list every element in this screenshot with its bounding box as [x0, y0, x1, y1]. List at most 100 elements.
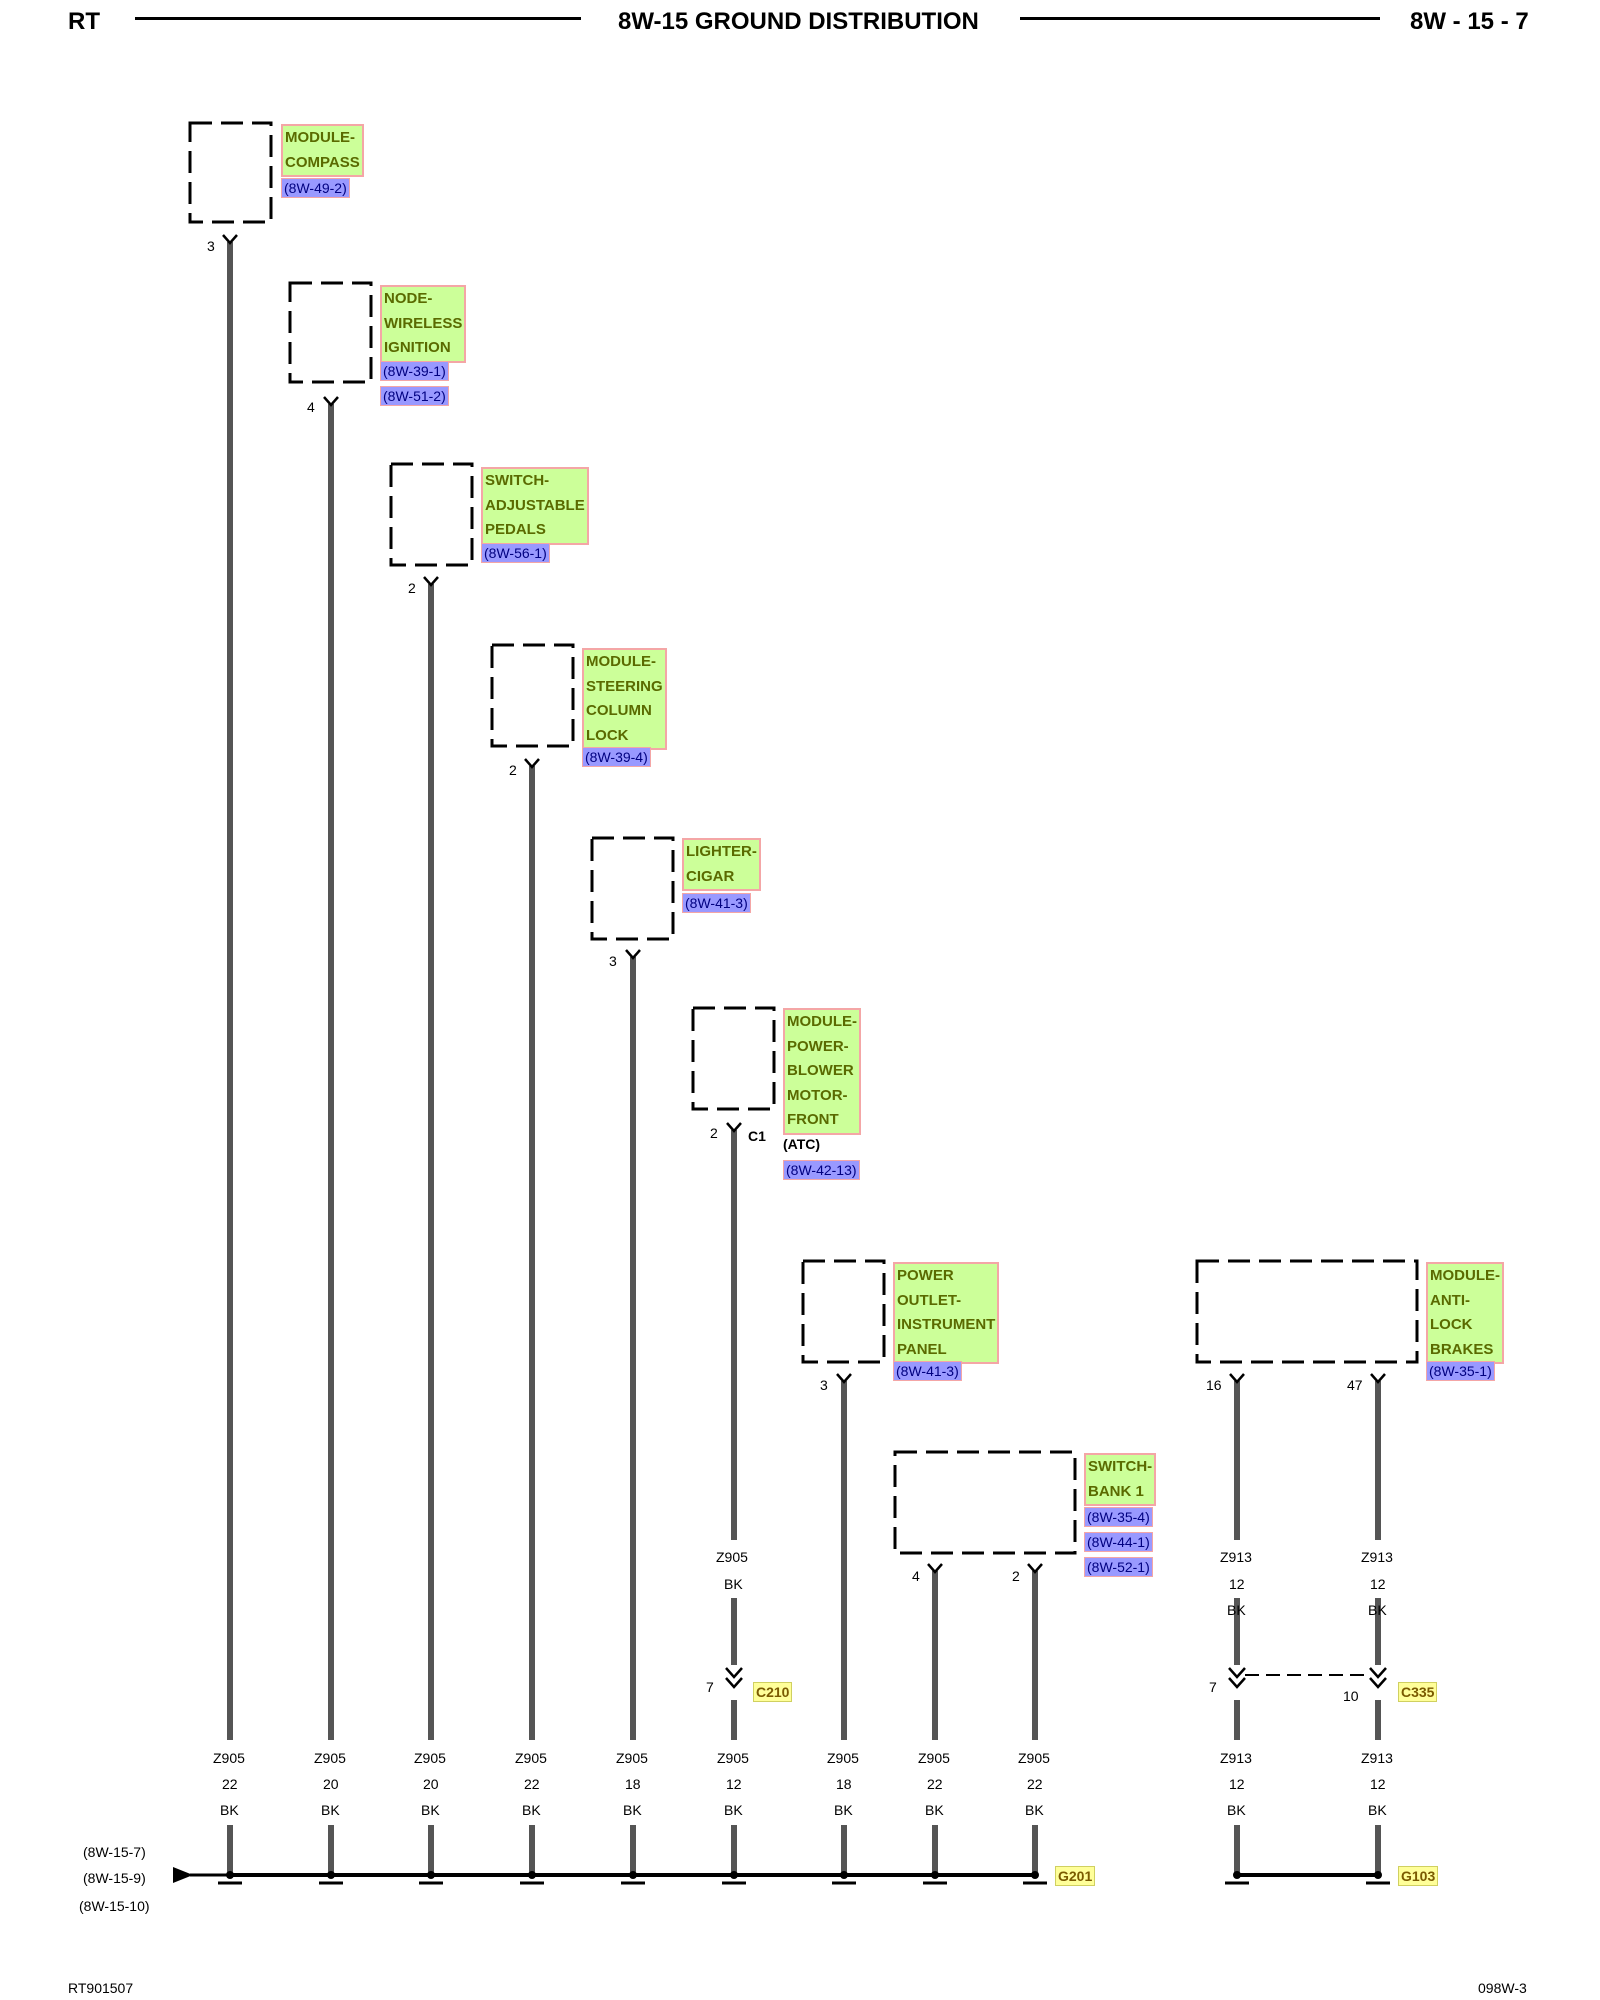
component-box-adjustable-pedals [389, 462, 474, 567]
wire-circuit: Z905 [616, 1750, 648, 1766]
component-box-switch-bank [893, 1450, 1077, 1555]
inline-pin-number: 7 [706, 1679, 714, 1695]
component-box-steering-column-lock [490, 643, 575, 748]
component-label-blower-motor: MODULE- POWER- BLOWER MOTOR- FRONT [783, 1008, 861, 1135]
ref-link[interactable]: (8W-39-1) [380, 361, 449, 381]
page-title: 8W-15 GROUND DISTRIBUTION [618, 8, 979, 35]
ground-label-g201: G201 [1055, 1866, 1096, 1886]
pin-fork-icons [222, 234, 1386, 1574]
connector-c210: C210 [753, 1682, 793, 1702]
splice-ref-link[interactable]: (8W-15-9) [83, 1870, 146, 1886]
splice-ref-link[interactable]: (8W-15-7) [83, 1844, 146, 1860]
connector-c335: C335 [1398, 1682, 1438, 1702]
component-box-abs-module [1195, 1259, 1419, 1364]
ground-label-g103: G103 [1398, 1866, 1439, 1886]
wire-circuit: Z913 [1220, 1750, 1252, 1766]
ref-link[interactable]: (8W-39-4) [582, 747, 651, 767]
pin-number: 2 [710, 1125, 718, 1141]
header-left: RT [68, 8, 100, 35]
wire-color-upper: BK [724, 1576, 743, 1592]
wire-gauge: 20 [323, 1776, 339, 1792]
wire-circuit: Z905 [1018, 1750, 1050, 1766]
wire-gauge: 22 [927, 1776, 943, 1792]
wire-color: BK [1025, 1802, 1044, 1818]
pin-number: 3 [820, 1377, 828, 1393]
pin-number: 16 [1206, 1377, 1222, 1393]
wire-gauge: 22 [524, 1776, 540, 1792]
connector-id-c1: C1 [748, 1128, 766, 1144]
component-box-cigar-lighter [590, 836, 675, 941]
inline-connector-icons [725, 1667, 1387, 1689]
wire-color: BK [421, 1802, 440, 1818]
wire-circuit: Z905 [314, 1750, 346, 1766]
pin-number: 4 [307, 399, 315, 415]
ref-link[interactable]: (8W-51-2) [380, 386, 449, 406]
wire-circuit: Z905 [213, 1750, 245, 1766]
component-label-abs-module: MODULE- ANTI- LOCK BRAKES [1426, 1262, 1504, 1364]
wire-gauge: 22 [222, 1776, 238, 1792]
wire-gauge: 12 [1229, 1776, 1245, 1792]
pin-number: 3 [207, 238, 215, 254]
header-rule-right [1020, 17, 1380, 20]
component-label-cigar-lighter: LIGHTER- CIGAR [682, 838, 761, 891]
component-label-steering-column-lock: MODULE- STEERING COLUMN LOCK [582, 648, 667, 750]
pin-number: 2 [408, 580, 416, 596]
component-label-switch-bank: SWITCH- BANK 1 [1084, 1453, 1157, 1506]
pin-number: 2 [1012, 1568, 1020, 1584]
wire-gauge: 18 [625, 1776, 641, 1792]
ref-link[interactable]: (8W-49-2) [281, 178, 350, 198]
wire-color: BK [925, 1802, 944, 1818]
wire-gauge-upper: 12 [1370, 1576, 1386, 1592]
ref-link[interactable]: (8W-35-4) [1084, 1507, 1153, 1527]
wire-gauge: 22 [1027, 1776, 1043, 1792]
component-label-adjustable-pedals: SWITCH- ADJUSTABLE PEDALS [481, 467, 589, 545]
wire-color-upper: BK [1368, 1602, 1387, 1618]
wire-circuit: Z905 [717, 1750, 749, 1766]
component-box-blower-motor [691, 1006, 776, 1111]
splice-arrow-icon [173, 1867, 193, 1883]
component-label-wireless-ignition: NODE- WIRELESS IGNITION [380, 285, 467, 363]
wire-color-upper: BK [1227, 1602, 1246, 1618]
component-box-wireless-ignition [288, 281, 373, 384]
component-label-power-outlet: POWER OUTLET- INSTRUMENT PANEL [893, 1262, 1000, 1364]
component-label-compass: MODULE- COMPASS [281, 124, 364, 177]
pin-number: 4 [912, 1568, 920, 1584]
wire-color: BK [1227, 1802, 1246, 1818]
pin-number: 47 [1347, 1377, 1363, 1393]
wire-color: BK [321, 1802, 340, 1818]
component-box-power-outlet [801, 1259, 886, 1364]
wire-color: BK [522, 1802, 541, 1818]
ref-link[interactable]: (8W-52-1) [1084, 1557, 1153, 1577]
wire-color: BK [220, 1802, 239, 1818]
ref-link[interactable]: (8W-44-1) [1084, 1532, 1153, 1552]
wire-gauge: 12 [1370, 1776, 1386, 1792]
ref-link[interactable]: (8W-56-1) [481, 543, 550, 563]
splice-ref-link[interactable]: (8W-15-10) [79, 1898, 150, 1914]
pin-number: 2 [509, 762, 517, 778]
wire-gauge-upper: 12 [1229, 1576, 1245, 1592]
wire-gauge: 20 [423, 1776, 439, 1792]
ref-link[interactable]: (8W-42-13) [783, 1160, 860, 1180]
splice-dots [226, 1871, 1382, 1879]
inline-pin-number: 7 [1209, 1679, 1217, 1695]
component-box-compass [188, 121, 273, 224]
wire-color: BK [623, 1802, 642, 1818]
wire-circuit: Z905 [827, 1750, 859, 1766]
header-rule-left [135, 17, 581, 20]
wire-circuit-upper: Z913 [1220, 1549, 1252, 1565]
footer-page-code: 098W-3 [1478, 1980, 1527, 1996]
ref-link[interactable]: (8W-41-3) [682, 893, 751, 913]
wire-circuit: Z905 [414, 1750, 446, 1766]
wire-circuit: Z913 [1361, 1750, 1393, 1766]
wire-color: BK [724, 1802, 743, 1818]
page-number: 8W - 15 - 7 [1410, 8, 1529, 35]
wire-gauge: 18 [836, 1776, 852, 1792]
pin-number: 3 [609, 953, 617, 969]
wire-circuit-upper: Z905 [716, 1549, 748, 1565]
footer-doc-id: RT901507 [68, 1980, 134, 1996]
ref-link[interactable]: (8W-35-1) [1426, 1361, 1495, 1381]
wire-circuit: Z905 [515, 1750, 547, 1766]
wire-circuit-upper: Z913 [1361, 1549, 1393, 1565]
ref-link[interactable]: (8W-41-3) [893, 1361, 962, 1381]
